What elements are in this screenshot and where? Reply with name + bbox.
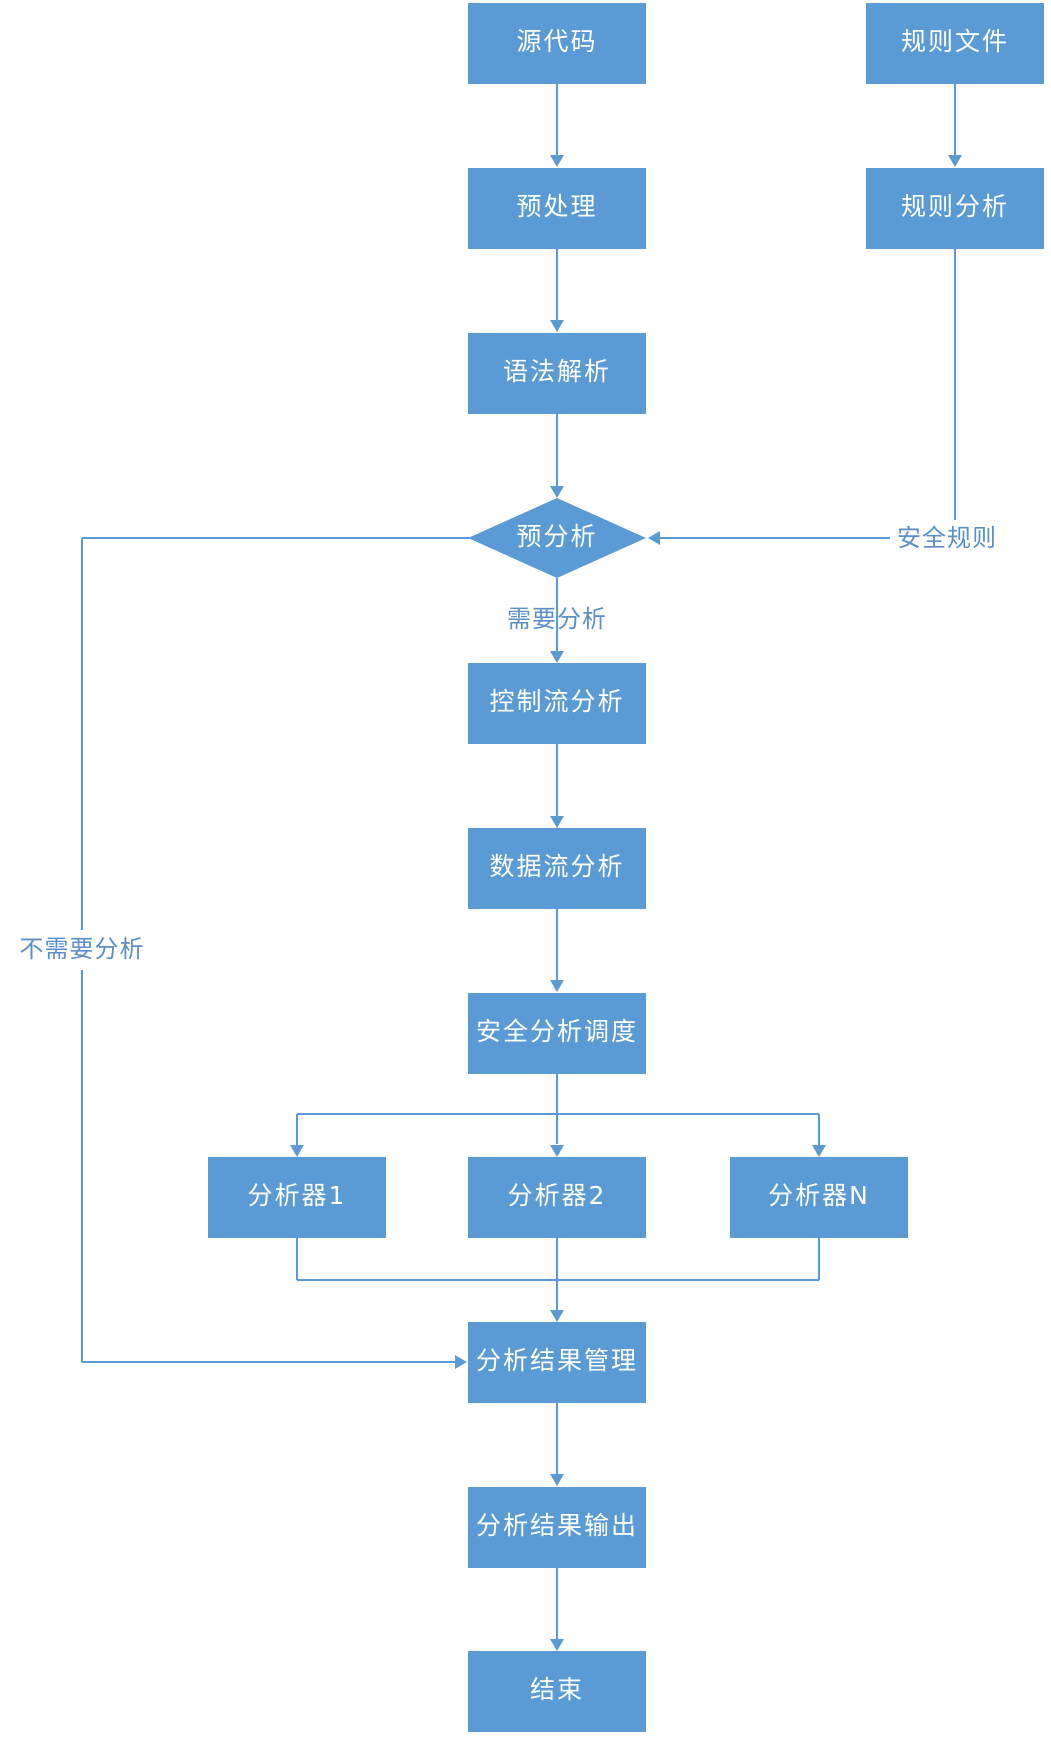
- node-rule-analysis: 规则分析: [866, 168, 1044, 249]
- node-pre-analysis-label: 预分析: [516, 522, 597, 551]
- connectors: [81, 84, 962, 1651]
- node-preprocess: 预处理: [468, 168, 646, 249]
- node-analyzer-2: 分析器2: [468, 1157, 646, 1238]
- node-analyzer-1: 分析器1: [208, 1157, 386, 1238]
- edge-label-security-rules: 安全规则: [897, 524, 997, 552]
- node-source-code: 源代码: [468, 3, 646, 84]
- edge-label-no-need-analysis: 不需要分析: [20, 935, 145, 963]
- node-rule-file: 规则文件: [866, 3, 1044, 84]
- node-result-output: 分析结果输出: [468, 1487, 646, 1568]
- node-analyzer-2-label: 分析器2: [508, 1181, 607, 1210]
- node-rule-analysis-label: 规则分析: [901, 192, 1009, 221]
- node-result-manage: 分析结果管理: [468, 1322, 646, 1403]
- node-analyzer-1-label: 分析器1: [248, 1181, 347, 1210]
- node-end-label: 结束: [530, 1675, 584, 1704]
- node-analyzer-n-label: 分析器N: [768, 1181, 870, 1210]
- node-security-schedule: 安全分析调度: [468, 993, 646, 1074]
- node-rule-file-label: 规则文件: [901, 27, 1009, 56]
- node-control-flow: 控制流分析: [468, 663, 646, 744]
- node-analyzer-n: 分析器N: [730, 1157, 908, 1238]
- node-end: 结束: [468, 1651, 646, 1732]
- node-security-schedule-label: 安全分析调度: [476, 1017, 638, 1046]
- node-data-flow: 数据流分析: [468, 828, 646, 909]
- node-syntax-parse-label: 语法解析: [503, 357, 611, 386]
- node-control-flow-label: 控制流分析: [489, 687, 624, 716]
- node-pre-analysis: 预分析: [468, 498, 646, 578]
- node-syntax-parse: 语法解析: [468, 333, 646, 414]
- security-rules-label-bg: [890, 520, 1008, 556]
- node-result-manage-label: 分析结果管理: [476, 1346, 638, 1375]
- node-result-output-label: 分析结果输出: [476, 1511, 638, 1540]
- edge-label-need-analysis: 需要分析: [507, 605, 607, 633]
- node-source-code-label: 源代码: [516, 27, 597, 56]
- node-preprocess-label: 预处理: [516, 192, 597, 221]
- node-data-flow-label: 数据流分析: [489, 852, 624, 881]
- no-need-label-bg: [14, 932, 150, 968]
